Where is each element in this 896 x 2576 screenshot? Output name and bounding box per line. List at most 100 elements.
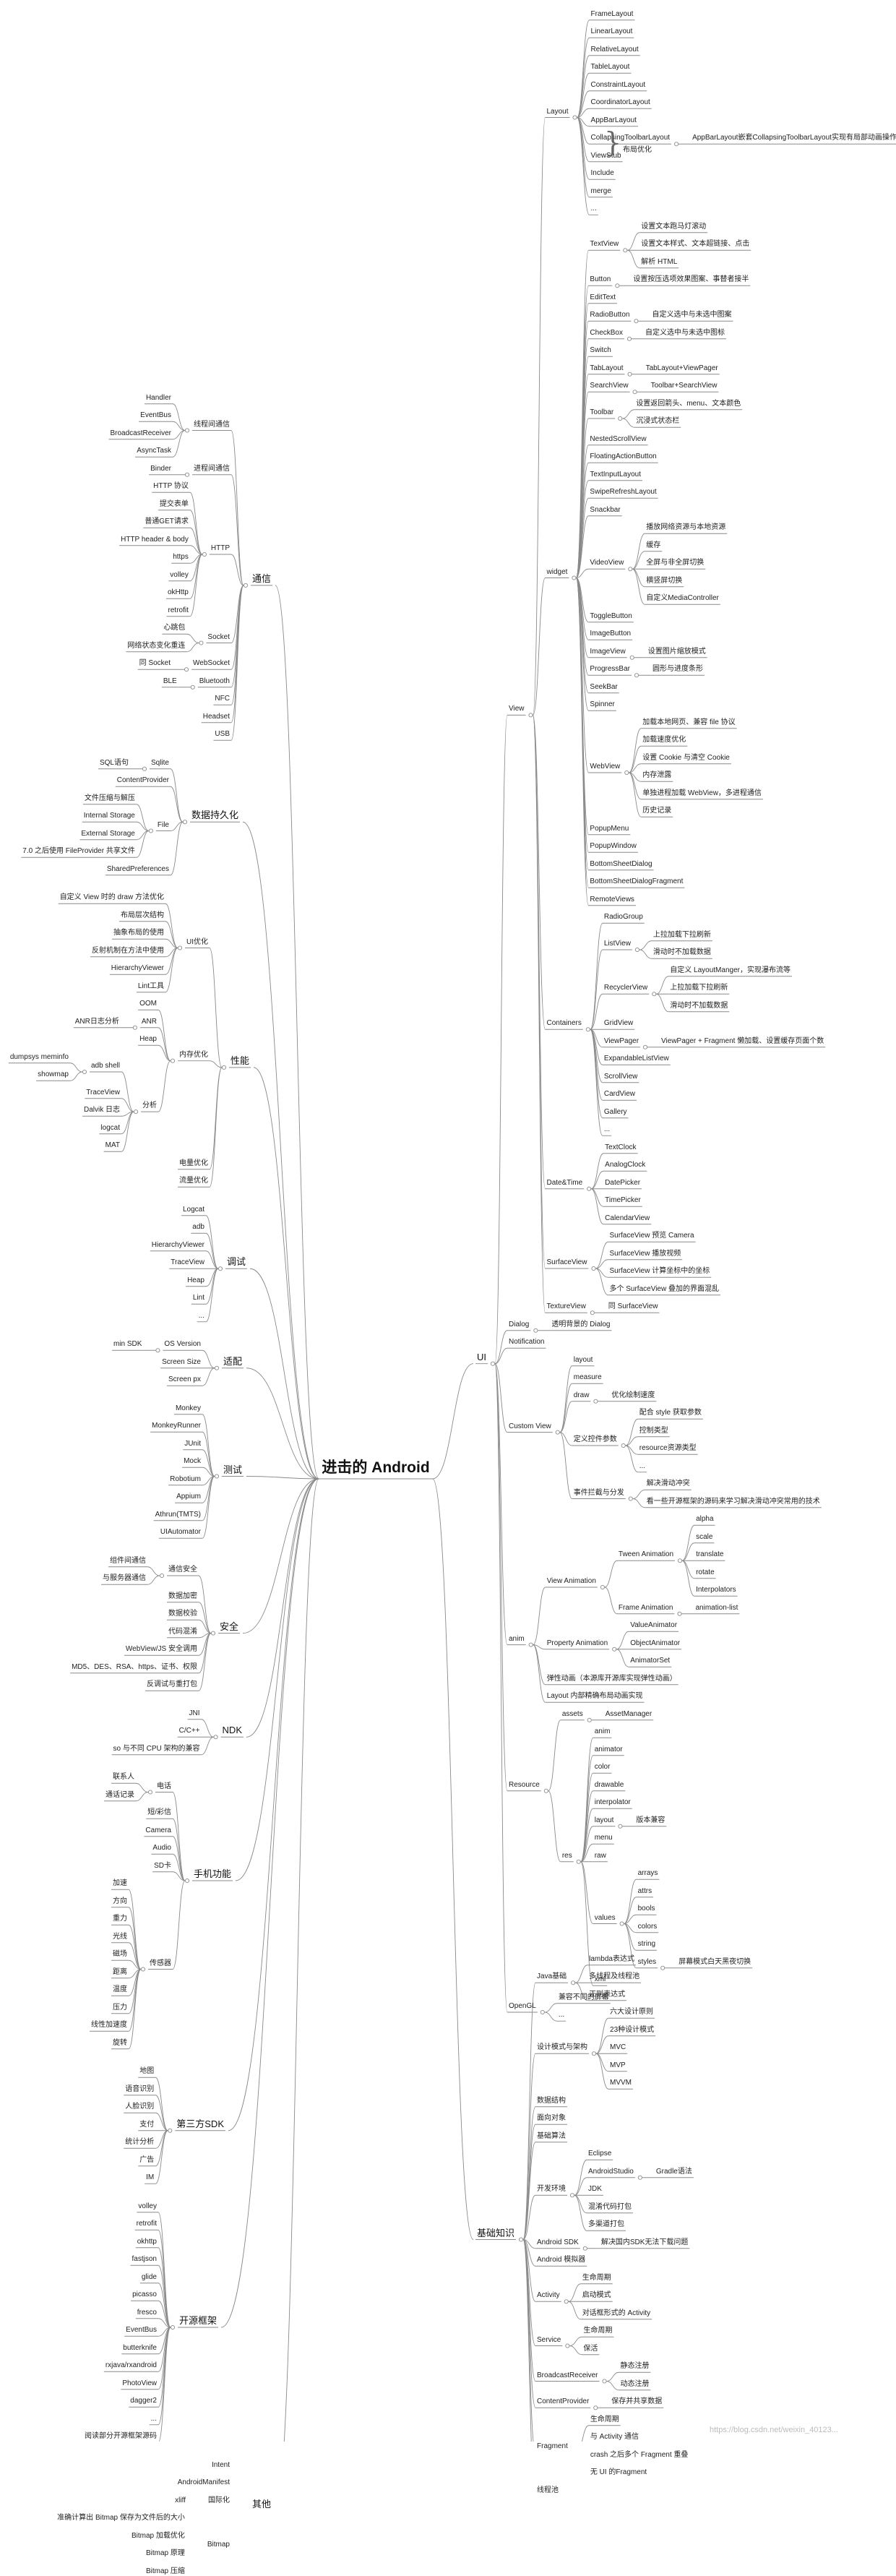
node-bitmap: Bitmap	[207, 2541, 230, 2549]
node-headset: Headset	[202, 712, 230, 721]
node-item: 基础算法	[537, 2131, 567, 2140]
node-tablayout-viewpager: TabLayout+ViewPager	[645, 364, 718, 372]
node-item: 统计分析	[125, 2138, 155, 2147]
node-fastjson: fastjson	[132, 2255, 157, 2264]
node-butterknife: butterknife	[123, 2343, 157, 2352]
node-assetmanager: AssetManager	[605, 1709, 652, 1718]
node-nfc: NFC	[215, 695, 230, 703]
node-colors: colors	[637, 1922, 658, 1931]
node-swiperefreshlayout: SwipeRefreshLayout	[590, 488, 657, 497]
node-oom: OOM	[139, 1000, 157, 1008]
node-sharedpreferences: SharedPreferences	[106, 864, 169, 873]
node-view-animation: View Animation	[546, 1577, 596, 1585]
branch-sdk: 第三方SDK	[176, 2118, 224, 2129]
node-item: 自定义选中与未选中图案	[652, 311, 732, 319]
node-edittext: EditText	[590, 293, 616, 301]
node-viewpager-fragment: ViewPager + Fragment 懒加载、设置缓存页面个数	[661, 1036, 824, 1045]
node-surfaceview: 同 SurfaceView	[608, 1302, 658, 1311]
node-tablayout: TabLayout	[590, 364, 624, 372]
node-item: 联系人	[112, 1773, 134, 1782]
node-view-draw: 自定义 View 时的 draw 方法优化	[59, 893, 164, 902]
node-item: 事件拦截与分发	[573, 1488, 624, 1497]
node-monkeyrunner: MonkeyRunner	[152, 1422, 201, 1430]
node-bitmap: 准确计算出 Bitmap 保存为文件后的大小	[57, 2514, 185, 2523]
node-fresco: fresco	[137, 2308, 157, 2317]
node-item: 生命周期	[583, 2327, 613, 2335]
node-heap: Heap	[139, 1035, 157, 1044]
node-layout: Layout 内部精确布局动画实现	[546, 1692, 643, 1701]
node-item: 语音识别	[125, 2085, 155, 2093]
node-layoutmanger: 自定义 LayoutManger，实现瀑布流等	[670, 966, 791, 974]
node-checkbox: CheckBox	[590, 328, 623, 337]
node-broadcastreceiver: BroadcastReceiver	[110, 429, 171, 437]
node-appbarlayout: AppBarLayout	[590, 116, 637, 124]
node-item: ...	[150, 2414, 157, 2423]
node-item: 方向	[112, 1897, 127, 1905]
node-audio: Audio	[152, 1844, 171, 1852]
node-item: 布局层次结构	[120, 911, 164, 919]
node-toolbar-searchview: Toolbar+SearchView	[650, 382, 718, 390]
node-coordinatorlayout: CoordinatorLayout	[590, 98, 650, 107]
node-layout: layout	[573, 1355, 593, 1364]
node-translate: translate	[696, 1550, 724, 1559]
node-item: 代码混淆	[168, 1627, 197, 1636]
node-animatorset: AnimatorSet	[630, 1657, 671, 1665]
node-item: 保活	[583, 2344, 598, 2353]
node-item: 解决滑动冲突	[646, 1480, 690, 1488]
node-surfaceview-camera: SurfaceView 预览 Camera	[609, 1232, 694, 1240]
node-file: 加载本地网页、兼容 file 协议	[642, 718, 736, 726]
node-item: 内存泄露	[642, 771, 672, 780]
node-resource: Resource	[509, 1780, 540, 1789]
node-screen-size: Screen Size	[162, 1357, 201, 1366]
node-internal-storage: Internal Storage	[83, 812, 135, 820]
node-item: 多渠道打包	[588, 2220, 625, 2229]
node-item: 网络状态变化重连	[127, 641, 186, 650]
node-item: 开发环境	[537, 2185, 567, 2194]
node-item: 圆形与进度条形	[652, 665, 703, 674]
node-item: 流量优化	[178, 1177, 208, 1185]
node-measure: measure	[573, 1373, 602, 1382]
node-sdk: 解决国内SDK无法下载问题	[600, 2238, 689, 2246]
branch-item: 调试	[226, 1256, 246, 1268]
branch-item: 通信	[251, 572, 271, 584]
node-os-version: OS Version	[164, 1340, 201, 1349]
node-dialog: 透明背景的 Dialog	[551, 1320, 611, 1328]
node-searchview: SearchView	[590, 382, 629, 390]
node-android: Android 模拟器	[537, 2256, 586, 2264]
node-item: 缓存	[646, 541, 661, 549]
node-item: 文件压缩与解压	[84, 794, 135, 802]
node-logcat: Logcat	[182, 1205, 204, 1214]
node-res: res	[561, 1851, 572, 1860]
node-lint: Lint	[192, 1294, 204, 1302]
node-dumpsys-meminfo: dumpsys meminfo	[9, 1052, 69, 1061]
node-okhttp: okHttp	[167, 588, 189, 597]
node-webview: WebView	[590, 763, 621, 770]
node-item: 上拉加载下拉刷新	[652, 930, 711, 939]
layout-optimization-bracket: }	[604, 126, 622, 158]
node-androidstudio: AndroidStudio	[588, 2167, 634, 2176]
node-item: 心跳包	[163, 624, 186, 632]
node-item: 线程池	[537, 2486, 559, 2494]
node-item: 生命周期	[582, 2273, 611, 2282]
node-mediacontroller: 自定义MediaController	[646, 594, 719, 603]
node-item: 播放网络资源与本地资源	[646, 523, 726, 532]
node-togglebutton: ToggleButton	[590, 611, 632, 620]
node-drawable: drawable	[594, 1780, 624, 1789]
node-min-sdk: min SDK	[113, 1340, 142, 1349]
node-mvvm: MVVM	[610, 2079, 632, 2087]
node-ui-fragment: 无 UI 的Fragment	[590, 2468, 647, 2477]
node-item: 加载速度优化	[642, 736, 686, 744]
node-anim: anim	[594, 1727, 611, 1736]
node-item: 动态注册	[620, 2379, 650, 2388]
node-crash-fragment: crash 之后多个 Fragment 重叠	[590, 2450, 689, 2459]
node-item: 横竖屏切换	[646, 576, 683, 585]
node-anim: anim	[509, 1634, 525, 1643]
node-lambda: lambda表达式	[589, 1954, 634, 1963]
node-sql: SQL语句	[99, 758, 129, 767]
node-http-header-body: HTTP header & body	[121, 535, 189, 544]
node-popupwindow: PopupWindow	[590, 842, 637, 851]
node-external-storage: External Storage	[81, 829, 135, 838]
node-appbarlayout-collapsingtoolbarlayout: AppBarLayout嵌套CollapsingToolbarLayout实现有…	[692, 134, 896, 142]
node-assets: assets	[561, 1709, 583, 1718]
node-containers: Containers	[546, 1019, 582, 1028]
